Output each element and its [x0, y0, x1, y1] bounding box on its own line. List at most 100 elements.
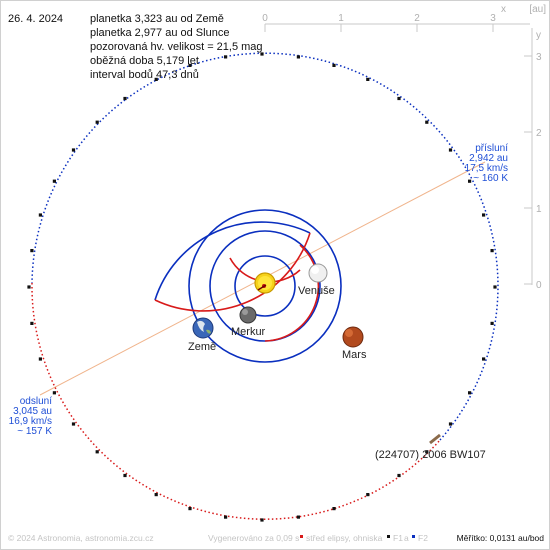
- mercury-orbit: [234, 255, 296, 317]
- asteroid-position-point: [95, 120, 99, 124]
- asteroid-position-point: [448, 148, 453, 152]
- asteroid-position-point: [71, 422, 76, 426]
- asteroid-position-point: [490, 249, 494, 253]
- legend-a-label: a: [404, 533, 409, 543]
- earth-label: Země: [188, 341, 216, 353]
- asteroid-position-point: [188, 63, 192, 67]
- asteroid-position-point: [123, 473, 127, 478]
- mercury-label: Merkur: [231, 326, 266, 338]
- mars-orbit-above: [154, 221, 311, 301]
- perihelion-distance: 2,942 au: [469, 153, 508, 164]
- mercury-icon: [239, 306, 257, 324]
- perihelion-title: přísluní: [475, 143, 508, 154]
- aphelion-info: odsluní 3,045 au 16,9 km/s ~ 157 K: [9, 396, 53, 437]
- sun-icon: [254, 272, 276, 294]
- mars-icon: [342, 326, 364, 348]
- aphelion-distance: 3,045 au: [13, 406, 52, 417]
- perihelion-info: přísluní 2,942 au 17,5 km/s ~ 160 K: [465, 143, 509, 184]
- y-tick-2: 2: [536, 128, 542, 139]
- asteroid-position-point: [123, 96, 127, 101]
- asteroid-marker: [429, 433, 441, 445]
- x-tick-1: 1: [338, 13, 344, 24]
- asteroid-position-point: [332, 507, 336, 511]
- asteroid-position-point: [38, 213, 42, 217]
- asteroid-position-point: [30, 321, 34, 325]
- y-tick-3: 3: [536, 52, 542, 63]
- legend-center-label: střed elipsy, ohniska: [306, 533, 383, 543]
- legend-f2-label: F2: [418, 533, 428, 543]
- asteroid-orbit: [31, 52, 499, 520]
- info-sun-distance: planetka 2,977 au od Slunce: [90, 27, 229, 39]
- y-tick-1: 1: [536, 204, 542, 215]
- asteroid-name: (224707) 2006 BW107: [375, 449, 486, 461]
- asteroid-position-point: [154, 493, 158, 497]
- asteroid-position-point: [448, 422, 453, 426]
- x-tick-2: 2: [414, 13, 420, 24]
- asteroid-position-point: [425, 450, 429, 454]
- info-point-interval: interval bodů 47,3 dnů: [90, 69, 199, 81]
- y-tick-0: 0: [536, 280, 542, 291]
- asteroid-position-point: [397, 473, 401, 478]
- date-label: 26. 4. 2024: [8, 13, 63, 25]
- mars-label: Mars: [342, 349, 367, 361]
- perihelion-speed: 17,5 km/s: [465, 163, 508, 174]
- perihelion-temperature: ~ 160 K: [473, 173, 508, 184]
- asteroid-position-point: [260, 52, 264, 56]
- asteroid-position-point: [397, 96, 401, 101]
- legend-f2-marker: [412, 535, 415, 538]
- asteroid-position-point: [468, 179, 472, 183]
- asteroid-position-point: [188, 507, 192, 511]
- asteroid-position-point: [154, 77, 158, 81]
- asteroid-orbit-above: [31, 52, 499, 441]
- asteroid-position-point: [366, 77, 370, 81]
- asteroid-position-point: [482, 357, 486, 361]
- aphelion-speed: 16,9 km/s: [9, 416, 52, 427]
- asteroid-position-point: [224, 55, 228, 59]
- earth-icon: [192, 317, 214, 339]
- asteroid-position-point: [366, 493, 370, 497]
- asteroid-position-point: [30, 249, 34, 253]
- info-magnitude: pozorovaná hv. velikost = 21,5 mag: [90, 41, 263, 53]
- aphelion-temperature: ~ 157 K: [17, 426, 52, 437]
- asteroid-position-point: [296, 515, 300, 519]
- venus-orbit-below: [264, 244, 320, 342]
- asteroid-position-point: [224, 515, 228, 519]
- legend-f1-marker: [387, 535, 390, 538]
- asteroid-position-point: [425, 120, 429, 124]
- asteroid-position-points: [27, 52, 497, 522]
- earth-orbit: [188, 209, 342, 363]
- asteroid-position-point: [490, 321, 494, 325]
- asteroid-position-point: [71, 148, 76, 152]
- asteroid-position-point: [27, 285, 31, 289]
- y-axis: [524, 28, 533, 285]
- asteroid-position-point: [468, 391, 472, 395]
- asteroid-position-point: [332, 63, 336, 67]
- copyright-link[interactable]: © 2024 Astronomia, astronomia.zcu.cz: [8, 533, 154, 543]
- x-axis-letter: x: [501, 4, 506, 15]
- aphelion-title: odsluní: [20, 396, 52, 407]
- legend-f1-label: F1: [393, 533, 403, 543]
- asteroid-position-point: [38, 357, 42, 361]
- footer: © 2024 Astronomia, astronomia.zcu.cz Vyg…: [8, 533, 544, 543]
- asteroid-position-point: [493, 285, 497, 289]
- asteroid-position-point: [482, 213, 486, 217]
- asteroid-position-point: [260, 518, 264, 522]
- x-tick-3: 3: [490, 13, 496, 24]
- info-period: oběžná doba 5,179 let: [90, 55, 199, 67]
- venus-label: Venuše: [298, 285, 335, 297]
- y-axis-letter: y: [536, 30, 541, 41]
- generated-time: Vygenerováno za 0,09 s: [208, 533, 299, 543]
- asteroid-position-point: [296, 55, 300, 59]
- venus-icon: [308, 263, 328, 283]
- x-axis: [264, 23, 530, 32]
- legend-center-marker: [300, 535, 303, 538]
- axis-unit: [au]: [529, 4, 546, 15]
- asteroid-position-point: [52, 391, 56, 395]
- x-tick-0: 0: [262, 13, 268, 24]
- asteroid-orbit-below: [31, 282, 441, 520]
- mars-orbit-below: [154, 232, 311, 312]
- info-earth-distance: planetka 3,323 au od Země: [90, 13, 224, 25]
